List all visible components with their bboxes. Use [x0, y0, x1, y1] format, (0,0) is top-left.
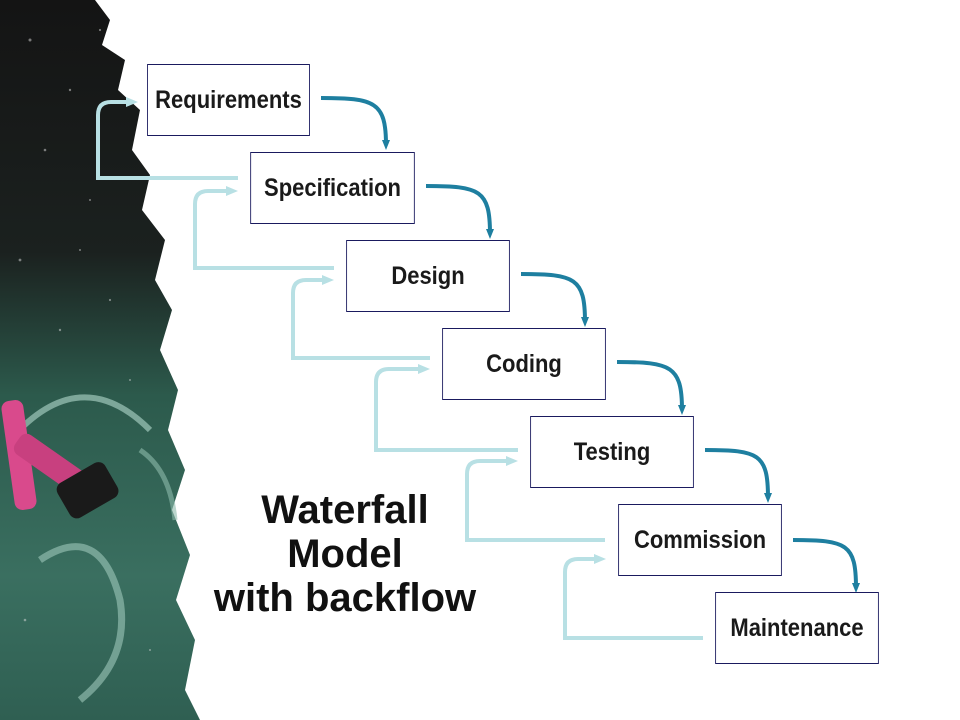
- stage-maintenance: Maintenance: [715, 592, 879, 664]
- forward-arrow-specification-to-design: [425, 184, 494, 239]
- forward-arrow-coding-to-testing: [616, 360, 686, 415]
- stage-label: Requirements: [155, 85, 302, 114]
- stage-commission: Commission: [618, 504, 782, 576]
- backflow-arrows: [96, 97, 703, 640]
- forward-arrows: [320, 96, 860, 593]
- forward-arrow-requirements-to-specification: [320, 96, 390, 150]
- backflow-arrow-testing-to-coding: [374, 364, 518, 452]
- chalkboard-shape: [0, 0, 200, 720]
- chalk-speckles: [18, 28, 151, 651]
- forward-arrow-design-to-coding: [520, 272, 589, 327]
- backflow-arrow-maintenance-to-commission: [563, 554, 703, 640]
- forward-arrow-commission-to-maintenance: [792, 538, 860, 593]
- title-line-2: Model: [287, 532, 403, 576]
- stage-label: Maintenance: [730, 613, 864, 642]
- backflow-arrow-specification-to-requirements: [96, 97, 238, 180]
- title-line-3: with backflow: [213, 576, 477, 620]
- stage-label: Commission: [633, 525, 767, 554]
- stage-label: Design: [391, 261, 465, 290]
- chalk-scribble: [138, 447, 178, 521]
- stage-label: Specification: [264, 173, 401, 202]
- chalk-scribble: [7, 394, 153, 442]
- title-line-1: Waterfall: [261, 488, 429, 532]
- backflow-arrow-coding-to-design: [291, 275, 430, 360]
- chalk-pieces: [1, 400, 119, 519]
- backflow-arrow-design-to-specification: [193, 186, 334, 270]
- stage-requirements: Requirements: [147, 64, 310, 136]
- backflow-arrow-commission-to-testing: [465, 456, 605, 542]
- stage-coding: Coding: [442, 328, 606, 400]
- stage-label: Testing: [573, 437, 651, 466]
- chalk-scribble: [38, 543, 126, 703]
- stage-design: Design: [346, 240, 510, 312]
- stage-specification: Specification: [250, 152, 415, 224]
- stage-testing: Testing: [530, 416, 694, 488]
- slide-title: Waterfall Model with backflow: [180, 488, 510, 620]
- stage-label: Coding: [486, 349, 562, 378]
- forward-arrow-testing-to-commission: [704, 448, 772, 503]
